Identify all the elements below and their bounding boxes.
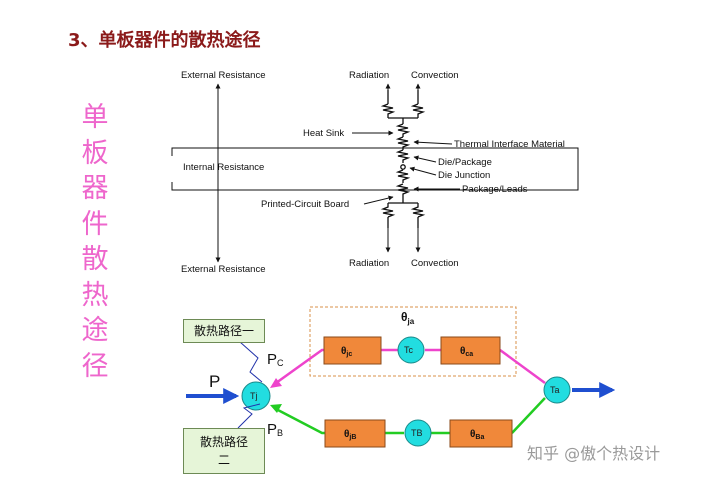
vertical-title: 单 板 器 件 散 热 途 径 (79, 100, 111, 384)
vertical-title-char: 径 (81, 350, 109, 382)
theta-ja-box (309, 306, 517, 377)
heat-sink-label: Heat Sink (303, 128, 344, 139)
convection-top-label: Convection (411, 70, 459, 81)
upper-path-line (275, 348, 324, 385)
package-leads-label: Package/Leads (462, 184, 528, 195)
tj-label: Tj (250, 391, 258, 401)
tb-label: TB (411, 428, 423, 438)
vertical-title-char: 单 (81, 102, 109, 133)
theta-jb-box (324, 419, 386, 448)
path2-label-line2: 二 (217, 453, 230, 467)
path1-callout (239, 341, 263, 383)
internal-resistance-label: Internal Resistance (183, 162, 264, 173)
watermark: 知乎 @傲个热设计 (527, 444, 661, 463)
vertical-title-char: 热 (81, 279, 109, 311)
vertical-title-char: 板 (81, 137, 109, 169)
pcb-label: Printed-Circuit Board (261, 199, 349, 210)
tc-label: Tc (404, 345, 414, 355)
theta-ca-label: θca (460, 346, 473, 358)
radiation-bottom-label: Radiation (349, 258, 389, 269)
lower-path-line (275, 407, 325, 435)
ta-node (543, 376, 571, 404)
theta-jb-label: θjB (344, 429, 356, 441)
p-label: P (209, 372, 220, 391)
path2-box: 散热路径 二 (183, 428, 265, 474)
pb-label: PB (267, 421, 283, 438)
external-resistance-top-label: External Resistance (181, 70, 265, 81)
tj-node (241, 381, 271, 411)
radiation-top-label: Radiation (349, 70, 389, 81)
internal-resistance-bracket (171, 147, 579, 191)
theta-jc-box (323, 336, 382, 365)
theta-ja-label: θja (401, 310, 415, 326)
path2-callout (237, 403, 261, 429)
vertical-title-char: 途 (81, 315, 109, 346)
thermal-interface-label: Thermal Interface Material (454, 139, 565, 150)
vertical-title-char: 散 (81, 244, 109, 275)
theta-jc-label: θjc (341, 346, 352, 358)
path1-label: 散热路径一 (193, 324, 254, 338)
theta-ca-box (440, 336, 501, 365)
theta-ba-box (449, 419, 513, 448)
external-resistance-bottom-label: External Resistance (181, 264, 265, 275)
resistance-schematic: External Resistance External Resistance … (171, 70, 579, 275)
vertical-title-char: 器 (81, 173, 109, 204)
tb-node (404, 419, 432, 447)
pc-label: PC (267, 351, 284, 368)
path1-box: 散热路径一 (183, 319, 265, 343)
path2-label-line1: 散热路径 (199, 435, 248, 449)
tc-node (397, 336, 425, 364)
convection-bottom-label: Convection (411, 258, 459, 269)
resistor-chain (380, 90, 426, 228)
page-title: 3、单板器件的散热途径 (68, 30, 261, 51)
ta-label: Ta (550, 385, 560, 395)
thermal-network: θja θjc θca θjB θBa Tc TB Ta Tj (186, 306, 616, 448)
theta-ba-label: θBa (470, 429, 484, 441)
die-junction-label: Die Junction (438, 170, 490, 181)
die-package-label: Die/Package (438, 157, 492, 168)
vertical-title-char: 件 (81, 208, 109, 240)
